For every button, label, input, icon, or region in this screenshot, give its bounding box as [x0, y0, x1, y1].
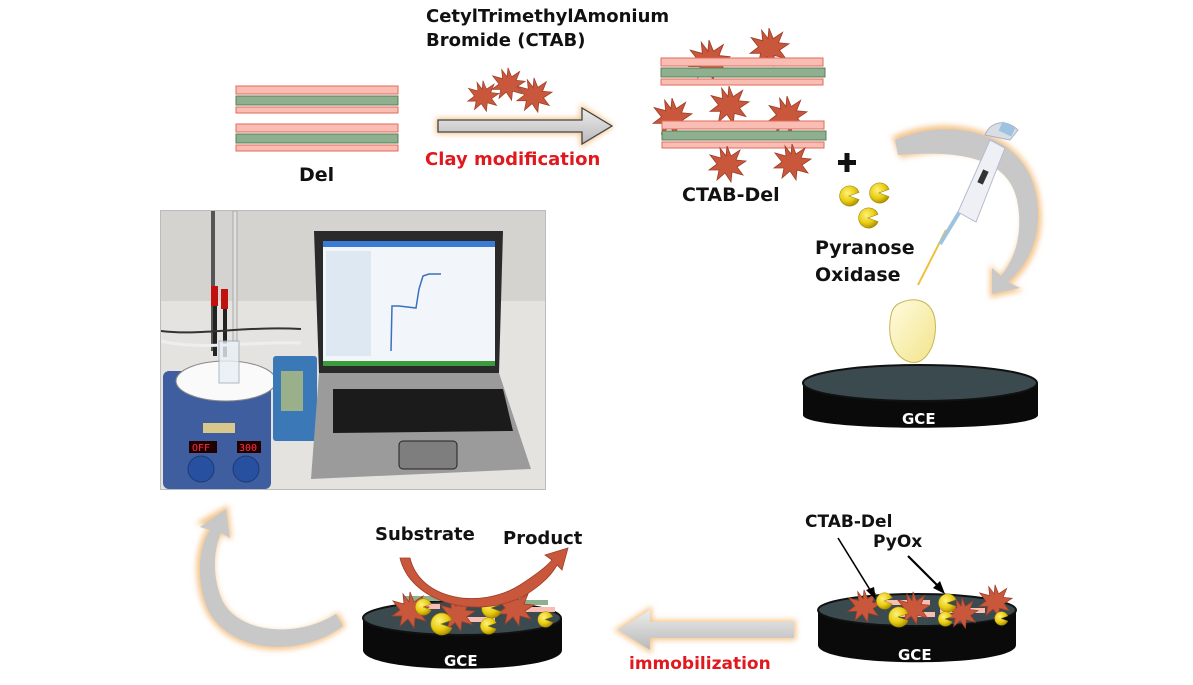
gce-label-top: GCE: [902, 410, 936, 428]
enzyme-label-line1: Pyranose: [815, 237, 915, 259]
pyox-pointer-label: PyOx: [873, 532, 923, 552]
del-clay-layers: [235, 85, 399, 152]
pointer-arrows: [837, 537, 945, 600]
lab-setup-illustration: OFF 300: [161, 211, 545, 489]
gce-electrode-top: [802, 364, 1038, 428]
immobilization-label: immobilization: [629, 654, 771, 674]
product-label: Product: [503, 528, 583, 549]
ctab-del-label: CTAB-Del: [682, 184, 780, 206]
immobilization-arrow: [614, 606, 796, 654]
stirrer-display-left: OFF: [192, 443, 210, 454]
ctab-del-pointer-label: CTAB-Del: [805, 512, 893, 532]
ctab-label-line1: CetylTrimethylAmonium: [426, 6, 670, 27]
del-label: Del: [299, 164, 335, 186]
pyranose-oxidase-molecules: [839, 182, 890, 229]
lab-setup-photo: OFF 300: [160, 210, 546, 490]
ctab-del-structure: [652, 27, 827, 183]
clay-modification-arrow: [436, 104, 614, 148]
stirrer-display-right: 300: [239, 443, 257, 454]
ctab-label-line2: Bromide (CTAB): [426, 30, 586, 51]
ctab-molecules: [467, 67, 553, 113]
return-arrow: [196, 505, 346, 650]
gce-label-right: GCE: [898, 646, 932, 664]
enzyme-droplet: [889, 299, 936, 363]
plus-icon: [838, 153, 856, 172]
substrate-product-arrow: [399, 547, 569, 608]
enzyme-label-line2: Oxidase: [815, 264, 901, 286]
gce-electrode-right: [817, 584, 1017, 663]
gce-electrode-left: [362, 589, 562, 669]
substrate-label: Substrate: [375, 524, 475, 545]
curved-arrow-to-electrode: [892, 125, 1042, 298]
pipette-icon: [917, 121, 1019, 286]
clay-modification-label: Clay modification: [425, 149, 601, 170]
gce-label-left: GCE: [444, 652, 478, 670]
